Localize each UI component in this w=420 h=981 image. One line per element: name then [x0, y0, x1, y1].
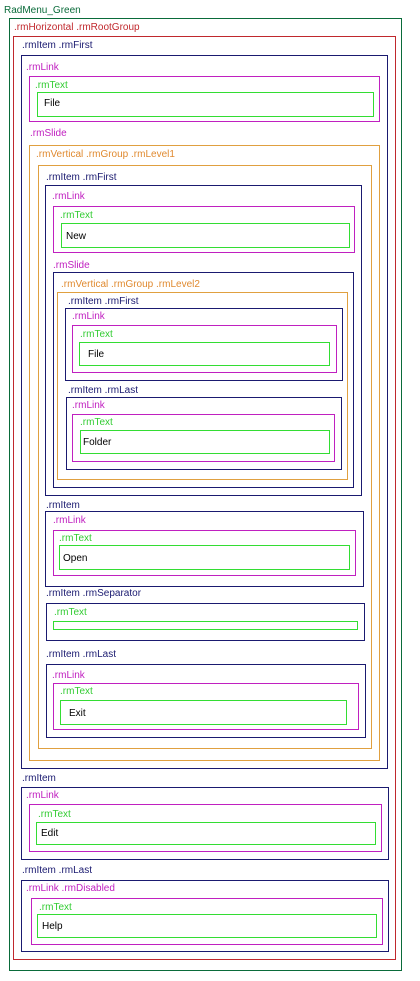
text-new-label: .rmText	[60, 210, 93, 221]
text-folder-label: .rmText	[80, 417, 113, 428]
slide	[29, 145, 380, 761]
link-help[interactable]	[31, 898, 383, 945]
link-open-label: .rmLink	[53, 515, 86, 526]
link-exit[interactable]	[53, 683, 359, 730]
item-edit	[21, 787, 389, 860]
item-open	[45, 511, 364, 587]
link-file-label: .rmLink	[26, 62, 59, 73]
level1-group	[38, 165, 372, 749]
level2-label: .rmVertical .rmGroup .rmLevel2	[61, 279, 200, 290]
text-edit[interactable]	[36, 822, 376, 845]
link-folder-label: .rmLink	[72, 400, 105, 411]
menu-file[interactable]: File	[44, 98, 61, 109]
item-help	[21, 880, 389, 952]
text-help-label: .rmText	[39, 902, 72, 913]
root-label: RadMenu_Green	[4, 5, 81, 16]
text-file[interactable]	[37, 92, 374, 117]
item-exit-label: .rmItem .rmLast	[46, 649, 117, 660]
item-separator-label: .rmItem .rmSeparator	[46, 588, 142, 599]
link-new-label: .rmLink	[52, 191, 85, 202]
slide-new	[53, 272, 354, 488]
root-group-label: .rmHorizontal .rmRootGroup	[14, 22, 140, 33]
item-help-label: .rmItem .rmLast	[22, 865, 93, 876]
link-help-label: .rmLink .rmDisabled	[26, 883, 115, 894]
item-separator	[46, 603, 365, 641]
link-folder[interactable]	[72, 414, 335, 462]
text-exit[interactable]	[60, 700, 347, 725]
item-folder-label: .rmItem .rmLast	[68, 385, 139, 396]
link-open[interactable]	[53, 530, 356, 576]
text-edit-label: .rmText	[38, 809, 71, 820]
text-separator-label: .rmText	[54, 607, 87, 618]
text-newfile-label: .rmText	[80, 329, 113, 340]
link-edit[interactable]	[29, 804, 382, 852]
level2-group	[57, 292, 348, 480]
text-open[interactable]	[59, 545, 350, 570]
radmenu-container	[9, 18, 402, 971]
text-new[interactable]	[61, 223, 350, 248]
menu-new-file[interactable]: File	[88, 349, 105, 360]
root-group	[13, 36, 396, 960]
item-new	[45, 185, 362, 496]
text-file-label: .rmText	[35, 80, 68, 91]
menu-help[interactable]: Help	[42, 921, 63, 932]
item-open-label: .rmItem	[46, 500, 80, 511]
menu-new[interactable]: New	[66, 231, 87, 242]
item-exit	[46, 664, 366, 738]
menu-new-folder[interactable]: Folder	[83, 437, 112, 448]
item-newfile	[65, 308, 343, 381]
link-exit-label: .rmLink	[52, 670, 85, 681]
text-newfile[interactable]	[79, 342, 330, 366]
text-help[interactable]	[37, 914, 377, 938]
item-edit-label: .rmItem	[22, 773, 56, 784]
menu-edit[interactable]: Edit	[41, 828, 59, 839]
item-file	[21, 55, 388, 769]
level1-label: .rmVertical .rmGroup .rmLevel1	[36, 149, 175, 160]
text-folder[interactable]	[80, 430, 330, 454]
text-open-label: .rmText	[59, 533, 92, 544]
text-exit-label: .rmText	[60, 686, 93, 697]
slide-new-label: .rmSlide	[53, 260, 90, 271]
menu-exit[interactable]: Exit	[69, 708, 86, 719]
menu-open[interactable]: Open	[63, 553, 88, 564]
slide-label: .rmSlide	[30, 128, 67, 139]
item-new-label: .rmItem .rmFirst	[46, 172, 117, 183]
item-newfile-label: .rmItem .rmFirst	[68, 296, 139, 307]
separator-line	[53, 621, 358, 630]
link-file[interactable]	[29, 76, 380, 122]
link-new[interactable]	[53, 206, 355, 253]
item-file-label: .rmItem .rmFirst	[22, 40, 93, 51]
item-folder	[66, 397, 342, 470]
link-newfile[interactable]	[72, 325, 337, 373]
link-newfile-label: .rmLink	[72, 311, 105, 322]
link-edit-label: .rmLink	[26, 790, 59, 801]
